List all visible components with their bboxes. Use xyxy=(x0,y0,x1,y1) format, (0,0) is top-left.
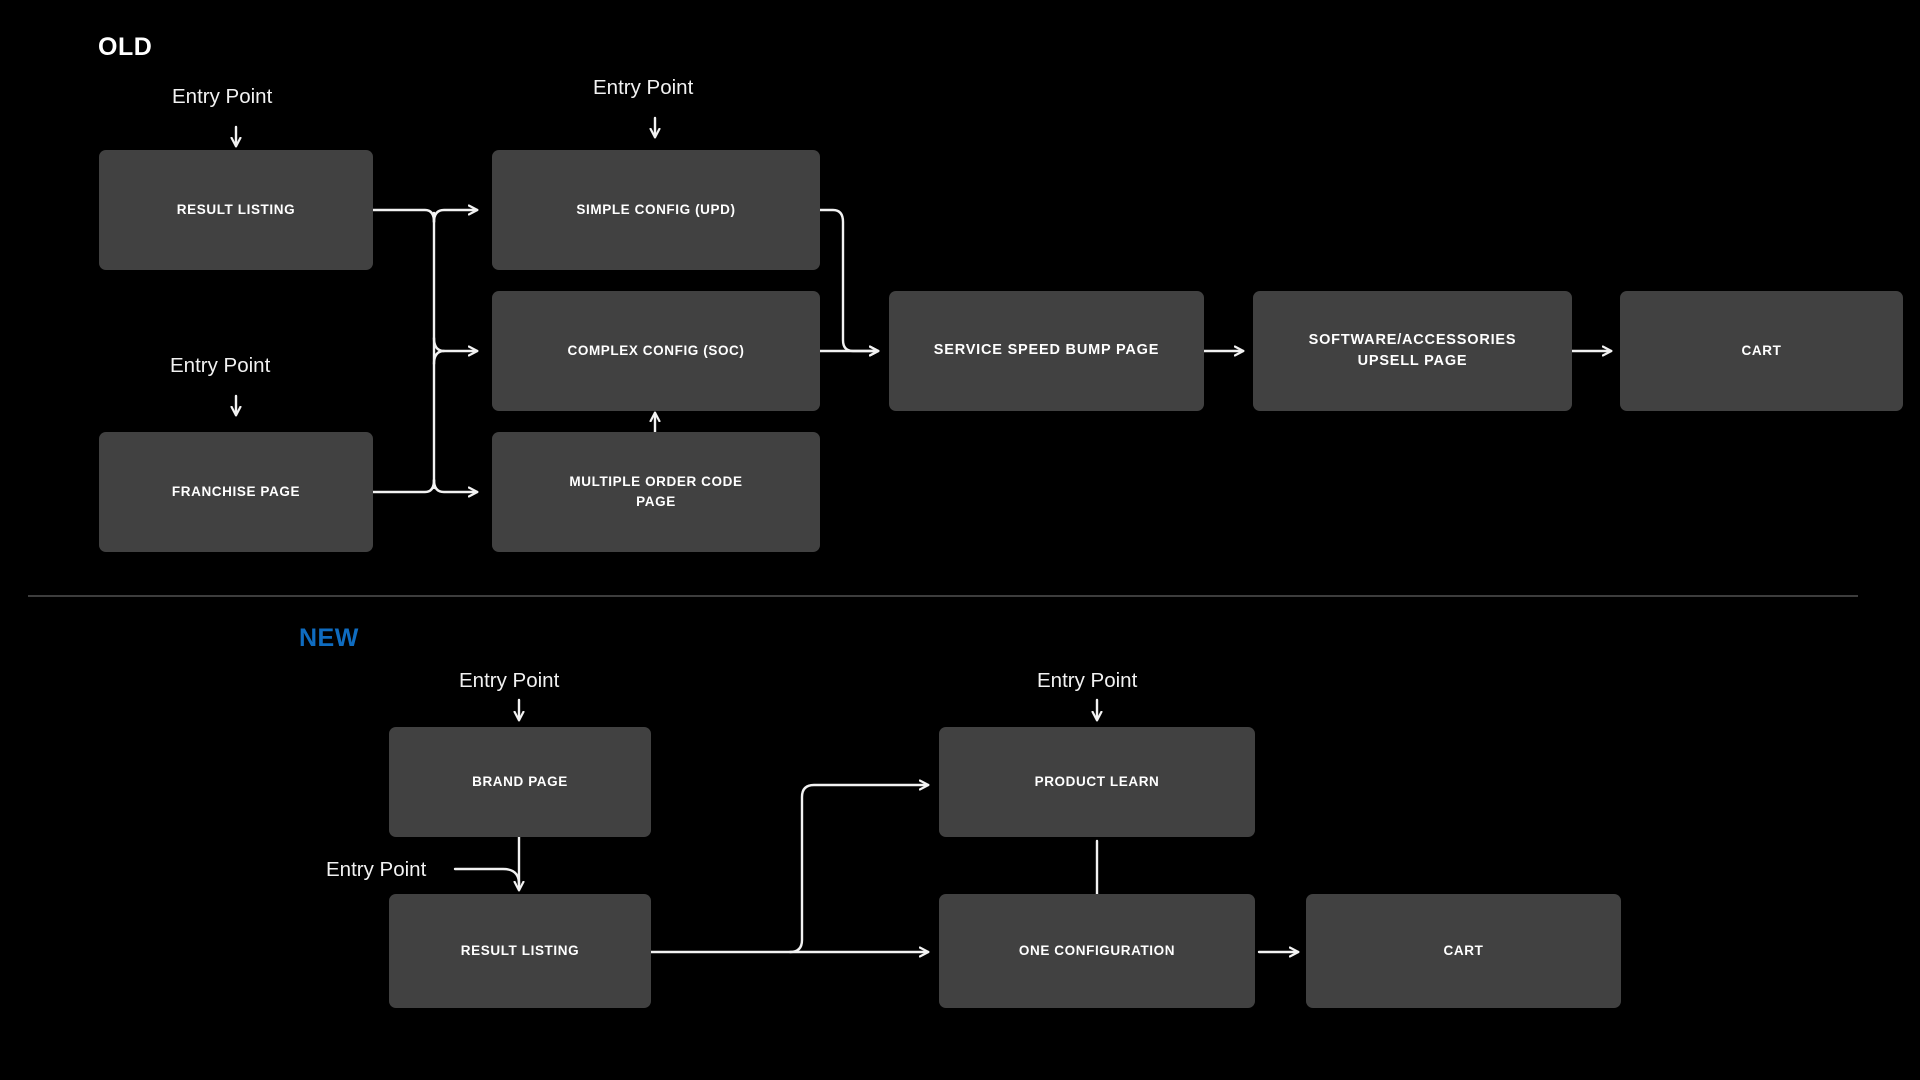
node-cart-new-label: CART xyxy=(1443,943,1484,959)
node-cart-old-label: CART xyxy=(1741,343,1782,359)
node-cart-old[interactable]: CART xyxy=(1620,291,1903,411)
node-service-speed-bump-page-label: SERVICE SPEED BUMP PAGE xyxy=(933,342,1160,359)
entry-point-label-simple-config: Entry Point xyxy=(593,76,694,99)
section-title-new: NEW xyxy=(299,624,359,652)
edge-simple-config-to-speed-bump xyxy=(818,208,878,351)
edge-franchise-out xyxy=(371,478,436,494)
node-one-configuration[interactable]: ONE CONFIGURATION xyxy=(939,894,1255,1008)
node-cart-new[interactable]: CART xyxy=(1306,894,1621,1008)
node-multiple-order-code-page-label: MULTIPLE ORDER CODE PAGE xyxy=(569,474,743,509)
node-complex-config-label: COMPLEX CONFIG (SOC) xyxy=(567,343,745,359)
edge-result-listing-to-product-learn xyxy=(788,785,928,954)
edge-trunk-branch-complex xyxy=(432,349,446,366)
node-simple-config[interactable]: SIMPLE CONFIG (UPD) xyxy=(492,150,820,270)
edge-trunk-to-simple-config xyxy=(432,210,477,224)
entry-point-label-product-learn: Entry Point xyxy=(1037,669,1138,692)
entry-point-label-franchise-page: Entry Point xyxy=(170,354,271,377)
node-service-speed-bump-page[interactable]: SERVICE SPEED BUMP PAGE xyxy=(889,291,1204,411)
node-complex-config[interactable]: COMPLEX CONFIG (SOC) xyxy=(492,291,820,411)
node-result-listing-new-label: RESULT LISTING xyxy=(460,943,580,959)
edge-result-listing-out xyxy=(371,208,436,224)
node-result-listing-new[interactable]: RESULT LISTING xyxy=(389,894,651,1008)
node-software-accessories-upsell-page-label: SOFTWARE/ACCESSORIES UPSELL PAGE xyxy=(1308,331,1517,369)
entry-point-label-result-listing: Entry Point xyxy=(172,85,273,108)
node-product-learn[interactable]: PRODUCT LEARN xyxy=(939,727,1255,837)
node-software-accessories-upsell-page[interactable]: SOFTWARE/ACCESSORIES UPSELL PAGE xyxy=(1253,291,1572,411)
section-divider xyxy=(28,595,1858,597)
entry-point-label-brand-page: Entry Point xyxy=(459,669,560,692)
node-brand-page-label: BRAND PAGE xyxy=(472,774,568,790)
node-franchise-page-label: FRANCHISE PAGE xyxy=(171,484,301,500)
node-result-listing-label: RESULT LISTING xyxy=(176,202,296,218)
edge-entry-curve-result-listing xyxy=(453,867,521,886)
edge-trunk-to-multiple-order xyxy=(432,478,477,492)
node-one-configuration-label: ONE CONFIGURATION xyxy=(1018,943,1176,959)
section-title-old: OLD xyxy=(98,33,153,61)
entry-point-label-result-listing-new: Entry Point xyxy=(326,858,427,881)
node-brand-page[interactable]: BRAND PAGE xyxy=(389,727,651,837)
node-multiple-order-code-page[interactable]: MULTIPLE ORDER CODE PAGE xyxy=(492,432,820,552)
node-simple-config-label: SIMPLE CONFIG (UPD) xyxy=(576,202,736,218)
node-result-listing[interactable]: RESULT LISTING xyxy=(99,150,373,270)
node-product-learn-label: PRODUCT LEARN xyxy=(1034,774,1160,790)
edge-trunk-to-complex-config xyxy=(432,336,477,351)
node-franchise-page[interactable]: FRANCHISE PAGE xyxy=(99,432,373,552)
